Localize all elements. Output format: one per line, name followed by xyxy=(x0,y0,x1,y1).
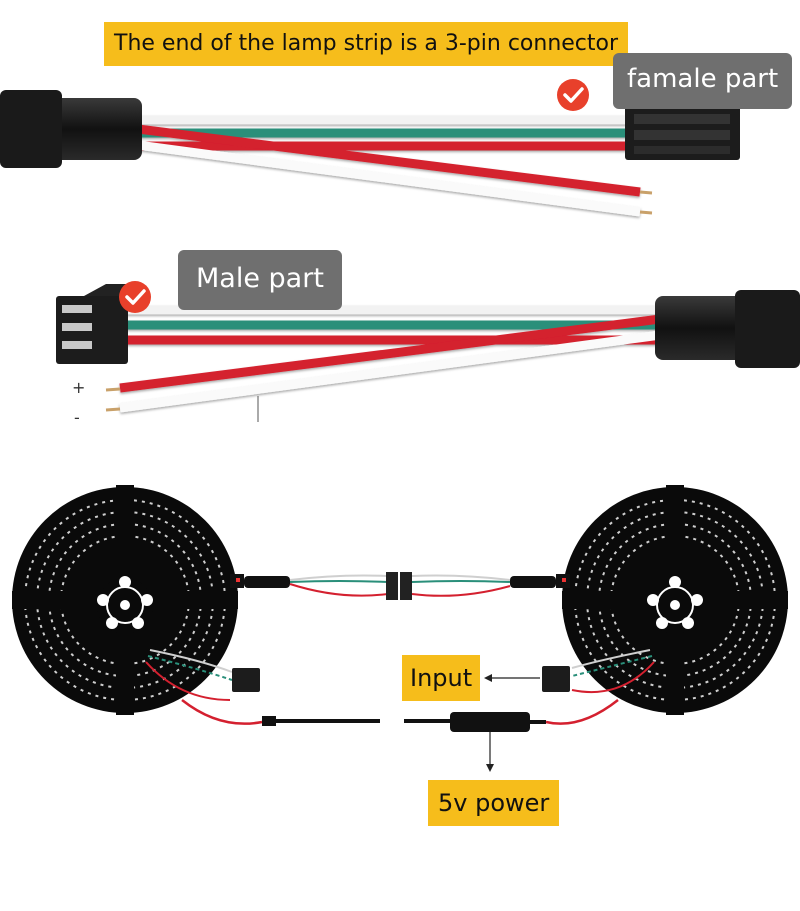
power-junction xyxy=(450,712,530,732)
white-ground-wire xyxy=(129,139,641,217)
male-connector xyxy=(56,284,128,364)
male-cable xyxy=(56,281,800,422)
male-part-callout: Male part xyxy=(178,250,342,310)
check-icon xyxy=(557,79,589,111)
title-banner: The end of the lamp strip is a 3-pin con… xyxy=(104,22,629,66)
interconnect xyxy=(145,572,655,732)
arrow-icon xyxy=(486,732,494,772)
plus-pin-label: + xyxy=(72,378,86,397)
female-part-callout: famale part xyxy=(613,53,793,109)
female-cable xyxy=(0,79,740,217)
female-connector xyxy=(625,104,740,160)
led-reel-left xyxy=(12,485,238,715)
arrow-icon xyxy=(484,674,540,682)
led-reel-right xyxy=(562,485,788,715)
power-label: 5v power xyxy=(428,780,560,826)
check-icon xyxy=(119,281,151,313)
minus-pin-label: - xyxy=(74,408,80,427)
input-label: Input xyxy=(402,655,481,701)
red-power-wire xyxy=(129,123,641,197)
